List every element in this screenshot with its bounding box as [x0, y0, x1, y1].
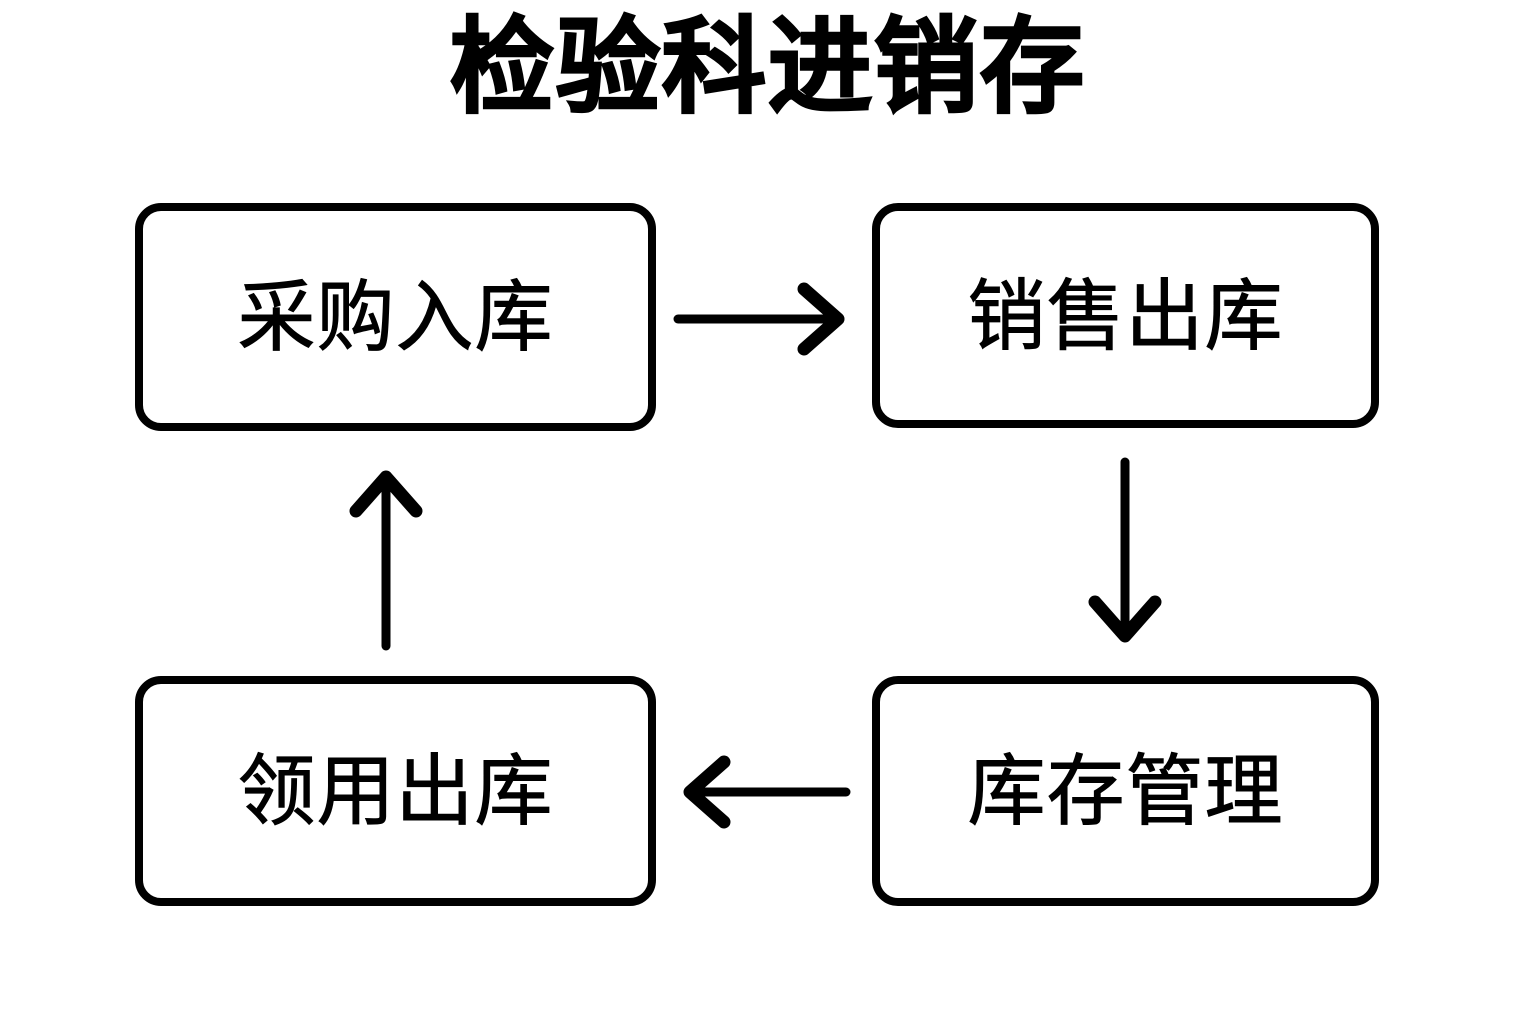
arrow-down-icon — [1088, 457, 1162, 643]
flow-node-requisition-outbound[interactable]: 领用出库 — [135, 676, 656, 906]
arrow-up-icon — [349, 470, 423, 651]
flow-node-label: 领用出库 — [237, 747, 554, 836]
arrow-right-icon — [673, 282, 845, 356]
arrow-left-icon — [683, 755, 851, 829]
flow-node-label: 库存管理 — [967, 747, 1284, 836]
flow-node-label: 销售出库 — [967, 271, 1284, 360]
flow-node-inventory-management[interactable]: 库存管理 — [872, 676, 1379, 906]
page-title: 检验科进销存 — [449, 9, 1086, 127]
flow-node-sales-outbound[interactable]: 销售出库 — [872, 203, 1379, 428]
flow-node-label: 采购入库 — [237, 273, 554, 362]
flow-node-purchase-inbound[interactable]: 采购入库 — [135, 203, 656, 431]
